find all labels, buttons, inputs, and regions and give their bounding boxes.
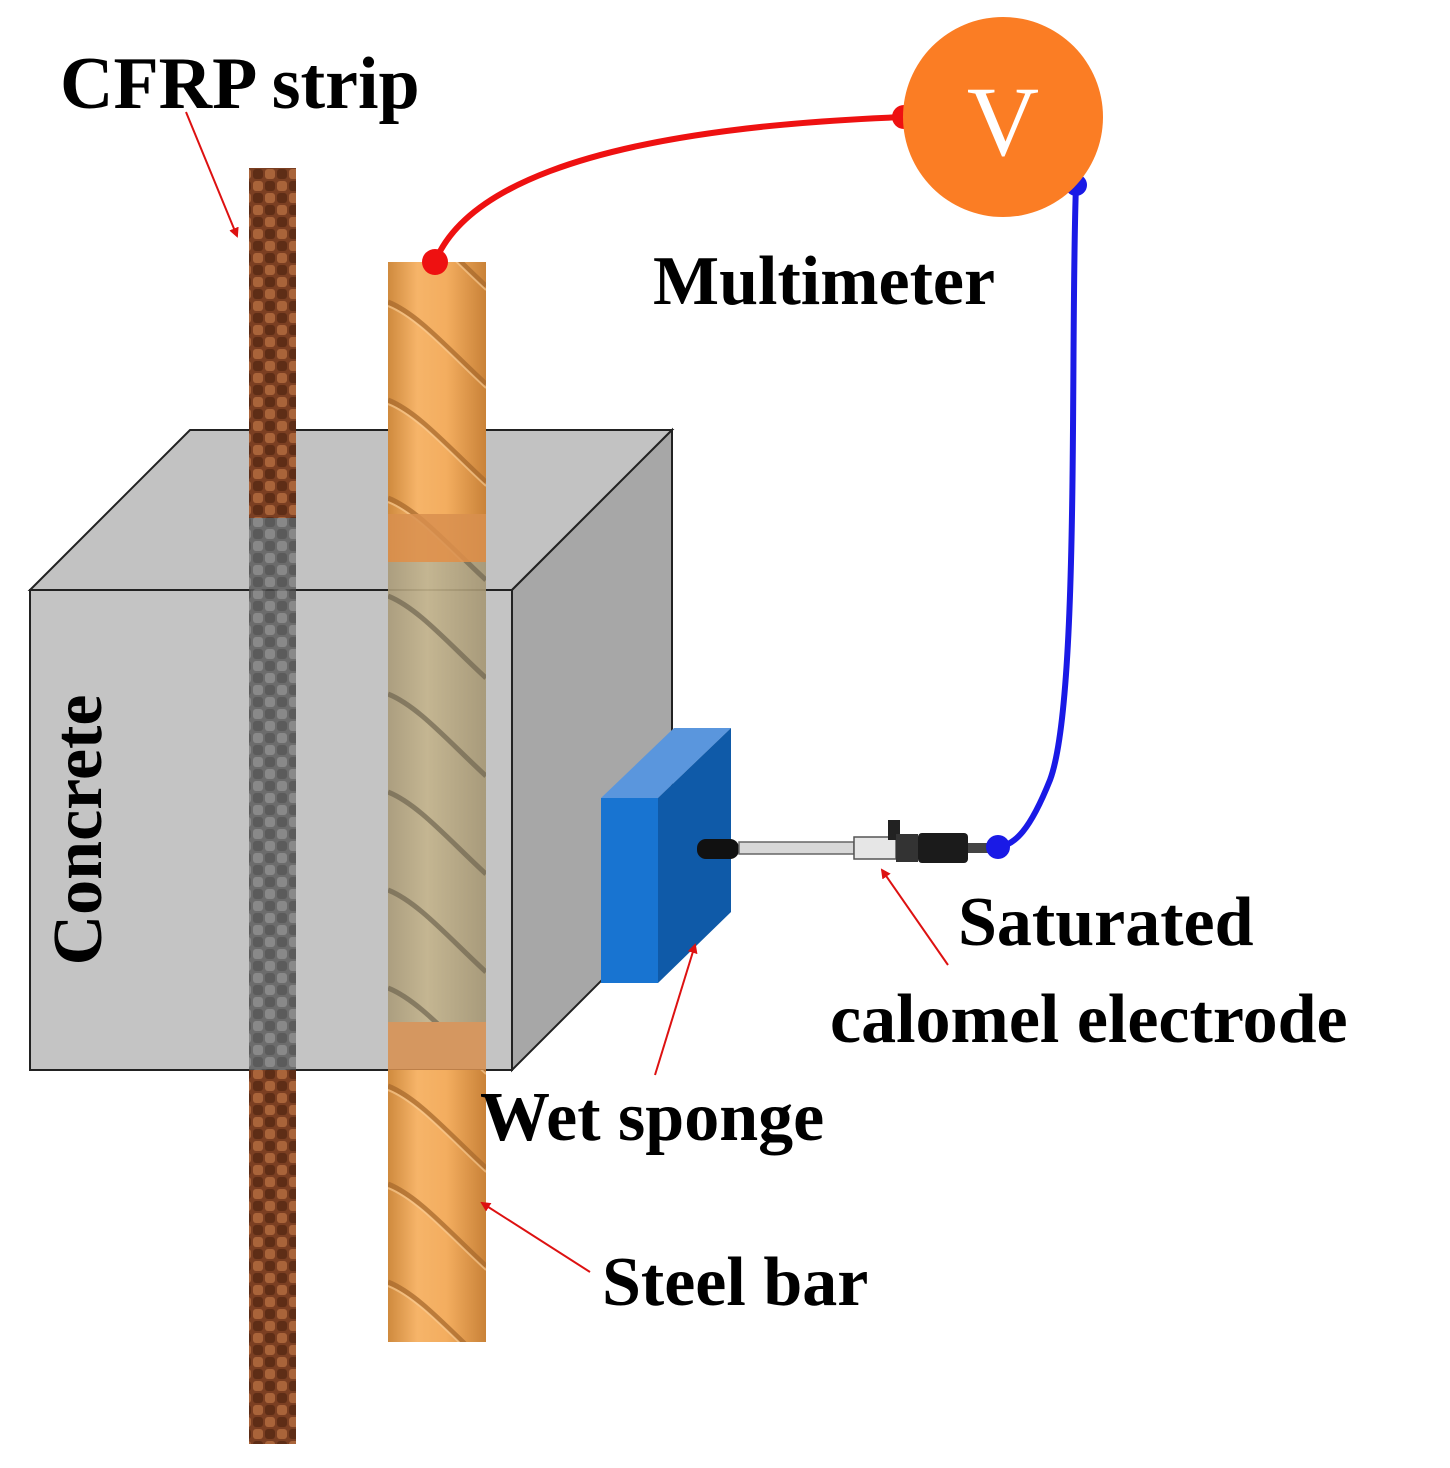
steel-bar-lower-ribs — [388, 1070, 486, 1342]
positive-wire — [432, 114, 905, 264]
negative-terminal-electrode — [986, 835, 1010, 859]
wet-sponge — [601, 728, 731, 983]
sponge-top-face — [601, 728, 731, 798]
steel-bar-top-collar — [388, 514, 486, 562]
cfrp-arrow — [185, 111, 239, 238]
steel-bar — [388, 262, 486, 1342]
concrete-block — [27, 427, 675, 1073]
steel-bar-embedded-ribs — [388, 562, 486, 1022]
sponge-side-face — [658, 728, 731, 983]
concrete-label: Concrete — [40, 695, 117, 966]
steel-arrow — [480, 1201, 591, 1273]
cfrp-strip-upper — [249, 168, 296, 518]
cfrp-strip-lower — [249, 1070, 296, 1444]
sponge-arrow — [654, 943, 698, 1076]
wet-sponge-label: Wet sponge — [480, 1079, 824, 1156]
positive-terminal-steel — [422, 249, 448, 275]
electrode-probe-icon — [697, 820, 990, 863]
steel-bar-upper-ribs — [388, 262, 486, 562]
cfrp-strip-label: CFRP strip — [60, 43, 420, 125]
electrode-label-line2: calomel electrode — [830, 981, 1348, 1058]
steel-bar-label: Steel bar — [602, 1244, 868, 1321]
electrode-arrow — [880, 868, 949, 966]
sponge-front-face — [601, 798, 658, 983]
voltmeter-icon: V — [903, 17, 1103, 217]
electrode-label-line1: Saturated — [958, 884, 1254, 961]
steel-bar-bottom-collar — [388, 1022, 486, 1070]
cfrp-strip — [249, 168, 296, 1444]
multimeter-label: Multimeter — [653, 243, 995, 320]
negative-wire — [997, 184, 1079, 850]
voltmeter-symbol: V — [967, 66, 1039, 177]
cfrp-strip-embedded — [249, 518, 296, 1070]
